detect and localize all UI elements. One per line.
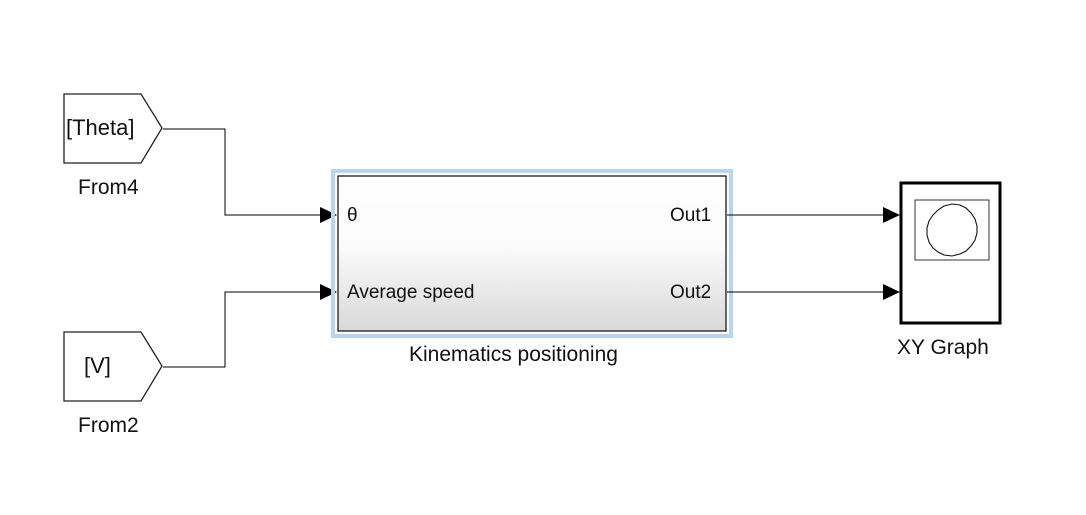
from4-block[interactable] bbox=[63, 93, 163, 164]
xy-graph-circle-icon bbox=[926, 203, 978, 257]
arrowhead-theta-in bbox=[320, 207, 337, 223]
from4-block-name: From4 bbox=[78, 176, 139, 199]
outport-out2-label: Out2 bbox=[670, 282, 712, 303]
inport-average-speed-label: Average speed bbox=[347, 282, 475, 303]
from2-block[interactable] bbox=[63, 331, 163, 402]
xy-graph-screen-icon bbox=[914, 199, 990, 261]
signal-line-average-speed[interactable] bbox=[163, 284, 337, 368]
arrowhead-out2 bbox=[883, 284, 900, 300]
xy-graph-block[interactable] bbox=[899, 181, 1002, 325]
signal-line-out1[interactable] bbox=[727, 207, 900, 223]
outport-out1-label: Out1 bbox=[670, 205, 712, 226]
subsystem-block-name: Kinematics positioning bbox=[409, 343, 618, 366]
from2-block-name: From2 bbox=[78, 414, 139, 437]
signal-line-out2[interactable] bbox=[727, 284, 900, 300]
inport-theta-label: θ bbox=[347, 205, 358, 226]
arrowhead-out1 bbox=[883, 207, 900, 223]
xy-graph-block-name: XY Graph bbox=[897, 336, 989, 359]
signal-line-theta[interactable] bbox=[163, 128, 337, 223]
from2-tag-label: [V] bbox=[84, 353, 111, 378]
kinematics-subsystem-block[interactable] bbox=[331, 169, 733, 338]
arrowhead-speed-in bbox=[320, 284, 337, 300]
from4-tag-label: [Theta] bbox=[66, 115, 135, 140]
